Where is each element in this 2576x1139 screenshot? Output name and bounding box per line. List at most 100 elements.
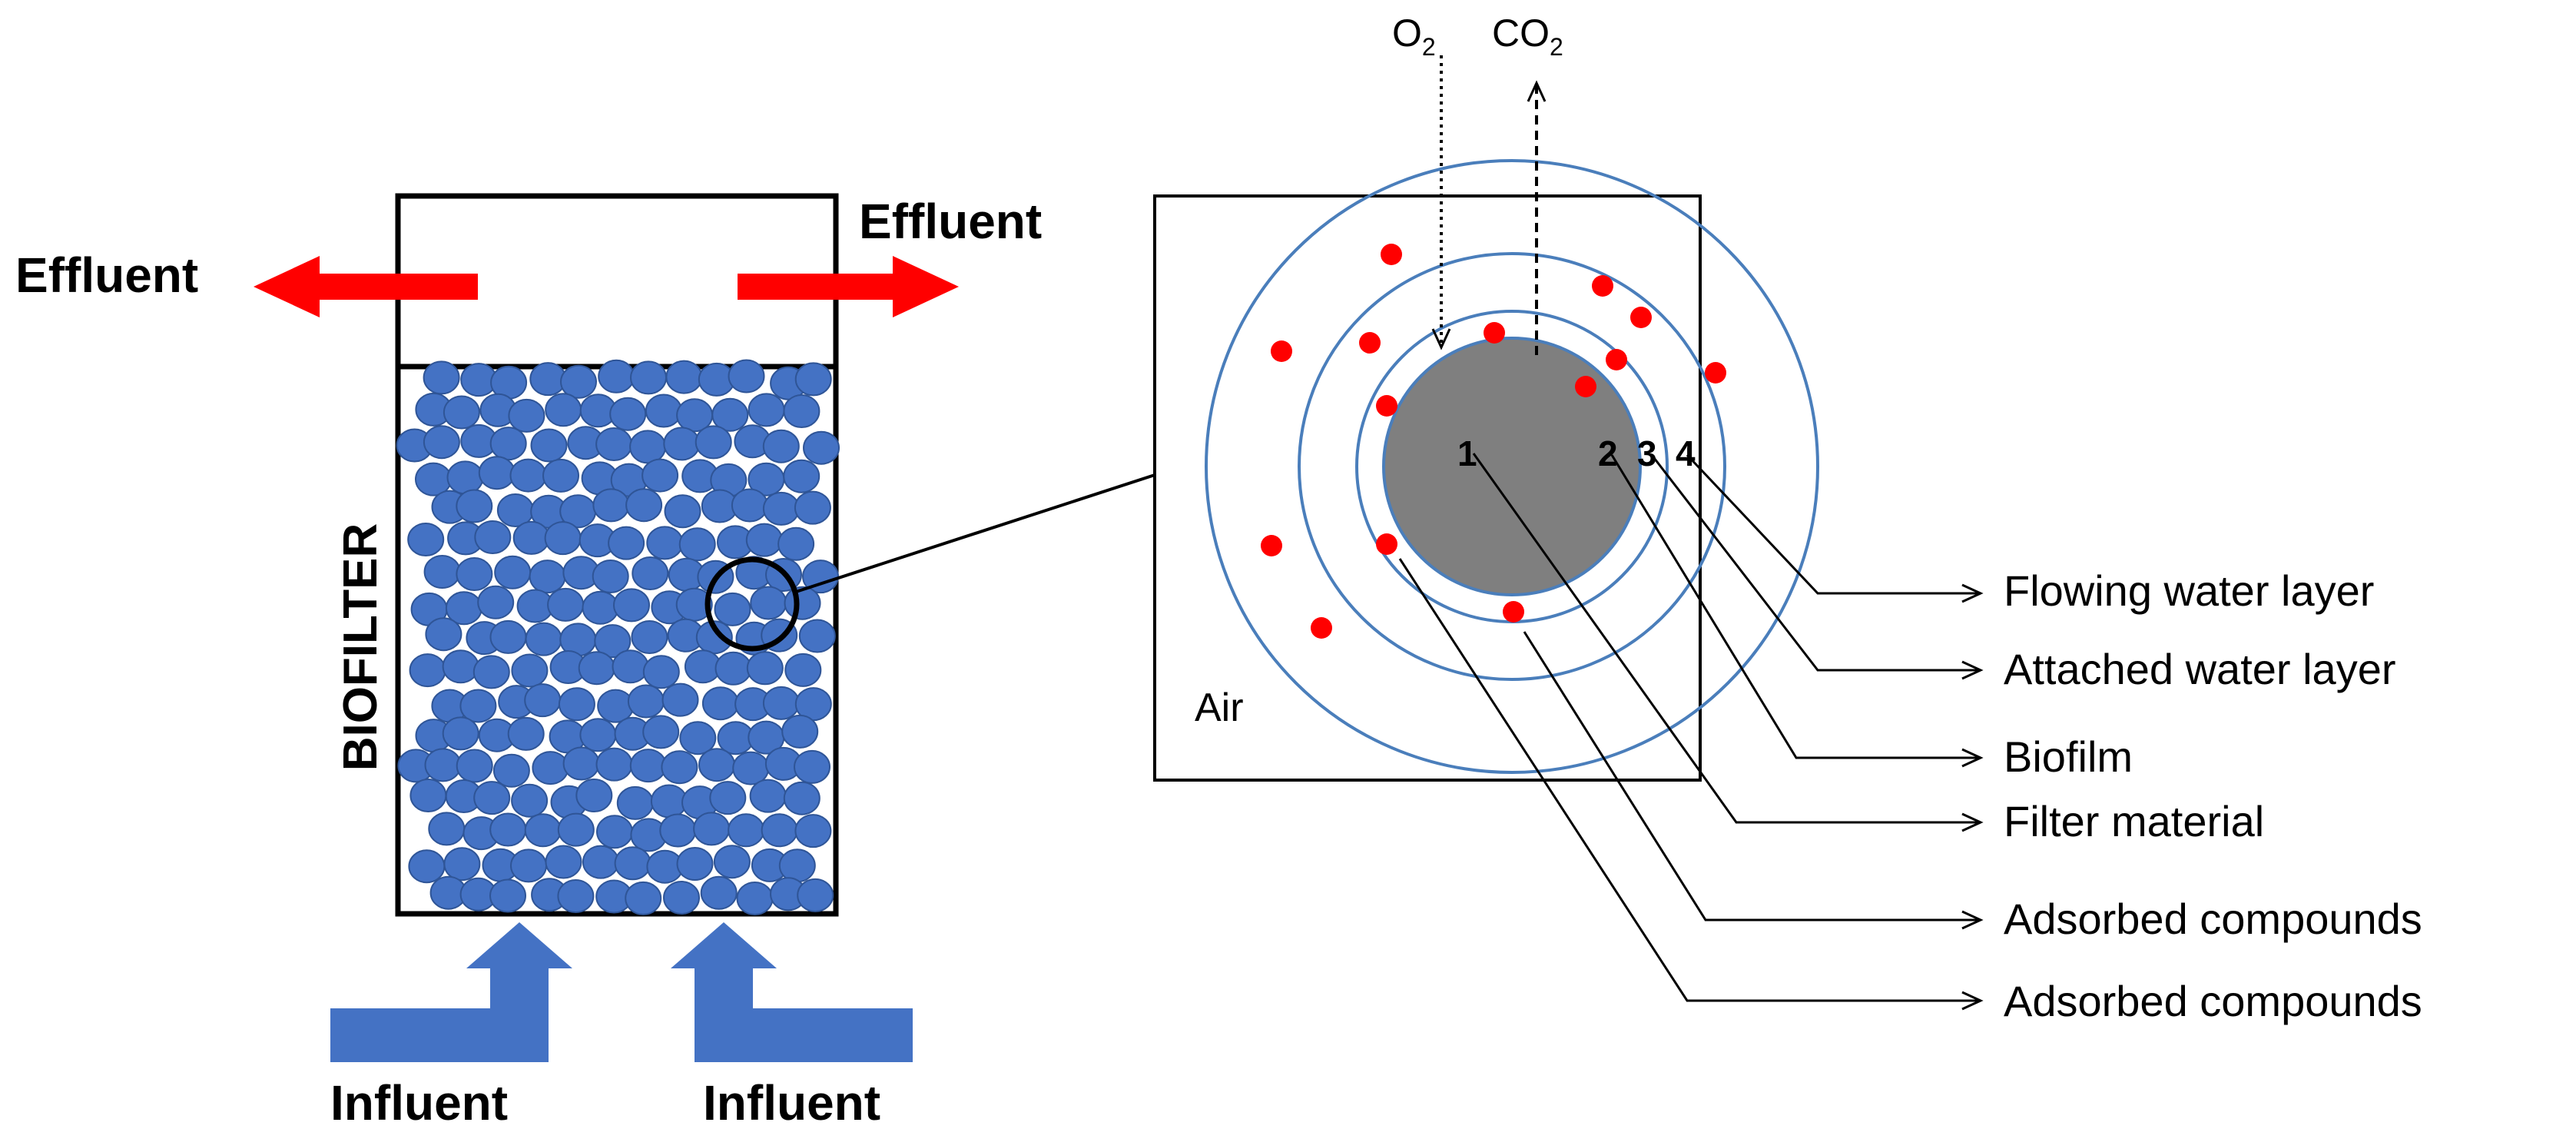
filter-bead: [612, 649, 649, 684]
filter-bead: [632, 556, 669, 590]
filter-bead: [663, 427, 701, 461]
o2-label: O2: [1392, 12, 1436, 61]
filter-bead: [732, 751, 770, 785]
filter-bead: [545, 845, 582, 879]
filter-bead: [650, 784, 688, 819]
filter-bead: [625, 488, 663, 523]
filter-bead: [508, 398, 545, 433]
influent-left-arrow: [330, 922, 572, 1062]
filter-bead: [663, 881, 700, 915]
leader-adsorbed-1: [1523, 631, 1984, 930]
filter-bead: [424, 748, 462, 782]
filter-bead: [456, 749, 493, 783]
filter-bead: [547, 587, 585, 622]
filter-bead: [794, 749, 830, 784]
filter-bead: [625, 881, 662, 915]
filter-bead: [659, 813, 697, 848]
adsorbed-compound-dot: [1376, 533, 1397, 555]
filter-bead: [698, 748, 735, 782]
filter-bead: [509, 458, 547, 493]
filter-bead: [425, 617, 462, 652]
filter-bead: [630, 360, 667, 395]
filter-bead: [524, 813, 562, 848]
effluent-right-label: Effluent: [859, 194, 1042, 249]
influent-right-label: Influent: [703, 1075, 880, 1131]
filter-bead: [783, 459, 821, 493]
filter-bead: [664, 494, 701, 529]
filter-bead: [608, 526, 645, 560]
filter-bead: [558, 687, 595, 722]
filter-bead: [613, 588, 650, 623]
effluent-arrows: [254, 256, 959, 317]
filter-bead: [728, 813, 765, 848]
filter-bead: [781, 714, 819, 749]
filter-bead: [711, 397, 749, 432]
filter-bead: [592, 560, 629, 593]
filter-bead: [762, 429, 800, 463]
co2-label: CO2: [1492, 12, 1563, 61]
filter-bead: [423, 555, 461, 589]
leader-flowing-water: [1686, 453, 1984, 603]
zoom-connector-line: [795, 473, 1155, 593]
layer-number-2: 2: [1598, 433, 1618, 473]
adsorbed-compound-dot: [1271, 340, 1292, 362]
filter-bead: [614, 846, 651, 881]
filter-bead: [750, 586, 787, 620]
filter-bead: [736, 882, 774, 915]
filter-bead: [489, 878, 526, 913]
filter-bead: [794, 814, 832, 848]
filter-bead: [524, 683, 562, 718]
filter-bead: [544, 521, 582, 556]
filter-bead: [678, 527, 716, 562]
filter-bead: [629, 749, 667, 783]
filter-bead: [762, 686, 800, 720]
filter-bead: [629, 430, 667, 464]
filter-bead: [609, 397, 647, 431]
filter-bead: [714, 592, 751, 626]
filter-bead: [474, 520, 512, 554]
filter-bead: [642, 715, 680, 749]
filter-bead: [745, 523, 783, 557]
influent-left-label: Influent: [330, 1075, 508, 1131]
filter-bead: [472, 655, 510, 689]
filter-bead: [562, 746, 600, 781]
filter-bead: [489, 427, 527, 461]
filter-bead: [443, 395, 480, 430]
effluent-left-label: Effluent: [15, 247, 198, 303]
legend: Flowing water layer Attached water layer…: [2004, 566, 2422, 1025]
filter-bead: [408, 849, 446, 884]
gas-exchange: O2 CO2: [1392, 12, 1563, 355]
adsorbed-compound-dots: [1261, 244, 1726, 639]
adsorbed-compound-dot: [1503, 601, 1524, 623]
filter-bead: [423, 360, 460, 395]
filter-bead: [592, 488, 630, 523]
adsorbed-compound-dot: [1606, 349, 1627, 370]
adsorbed-compound-dot: [1630, 307, 1652, 328]
filter-bead: [713, 845, 751, 879]
filter-bead: [762, 491, 800, 526]
filter-bead: [616, 785, 654, 820]
filter-bead: [407, 523, 445, 556]
filter-bead: [507, 716, 545, 751]
filter-bead: [532, 751, 569, 785]
filter-bead: [511, 783, 549, 818]
filter-bead: [714, 651, 752, 686]
filter-bead: [525, 622, 562, 656]
filter-bead: [595, 427, 633, 461]
filter-bead: [595, 747, 633, 782]
filter-bead: [784, 653, 822, 687]
filter-bead: [798, 619, 836, 653]
adsorbed-compound-dot: [1705, 362, 1726, 384]
filter-bead: [665, 360, 703, 394]
filter-bead: [409, 653, 446, 688]
filter-bead: [442, 649, 479, 684]
filter-bead: [423, 425, 460, 460]
filter-bead: [797, 878, 834, 912]
filter-bead: [578, 651, 615, 686]
filter-bead: [749, 779, 787, 813]
filter-bead: [594, 624, 632, 659]
adsorbed-compound-dot: [1359, 332, 1381, 354]
filter-bead: [575, 779, 613, 812]
filter-bead: [456, 489, 493, 523]
